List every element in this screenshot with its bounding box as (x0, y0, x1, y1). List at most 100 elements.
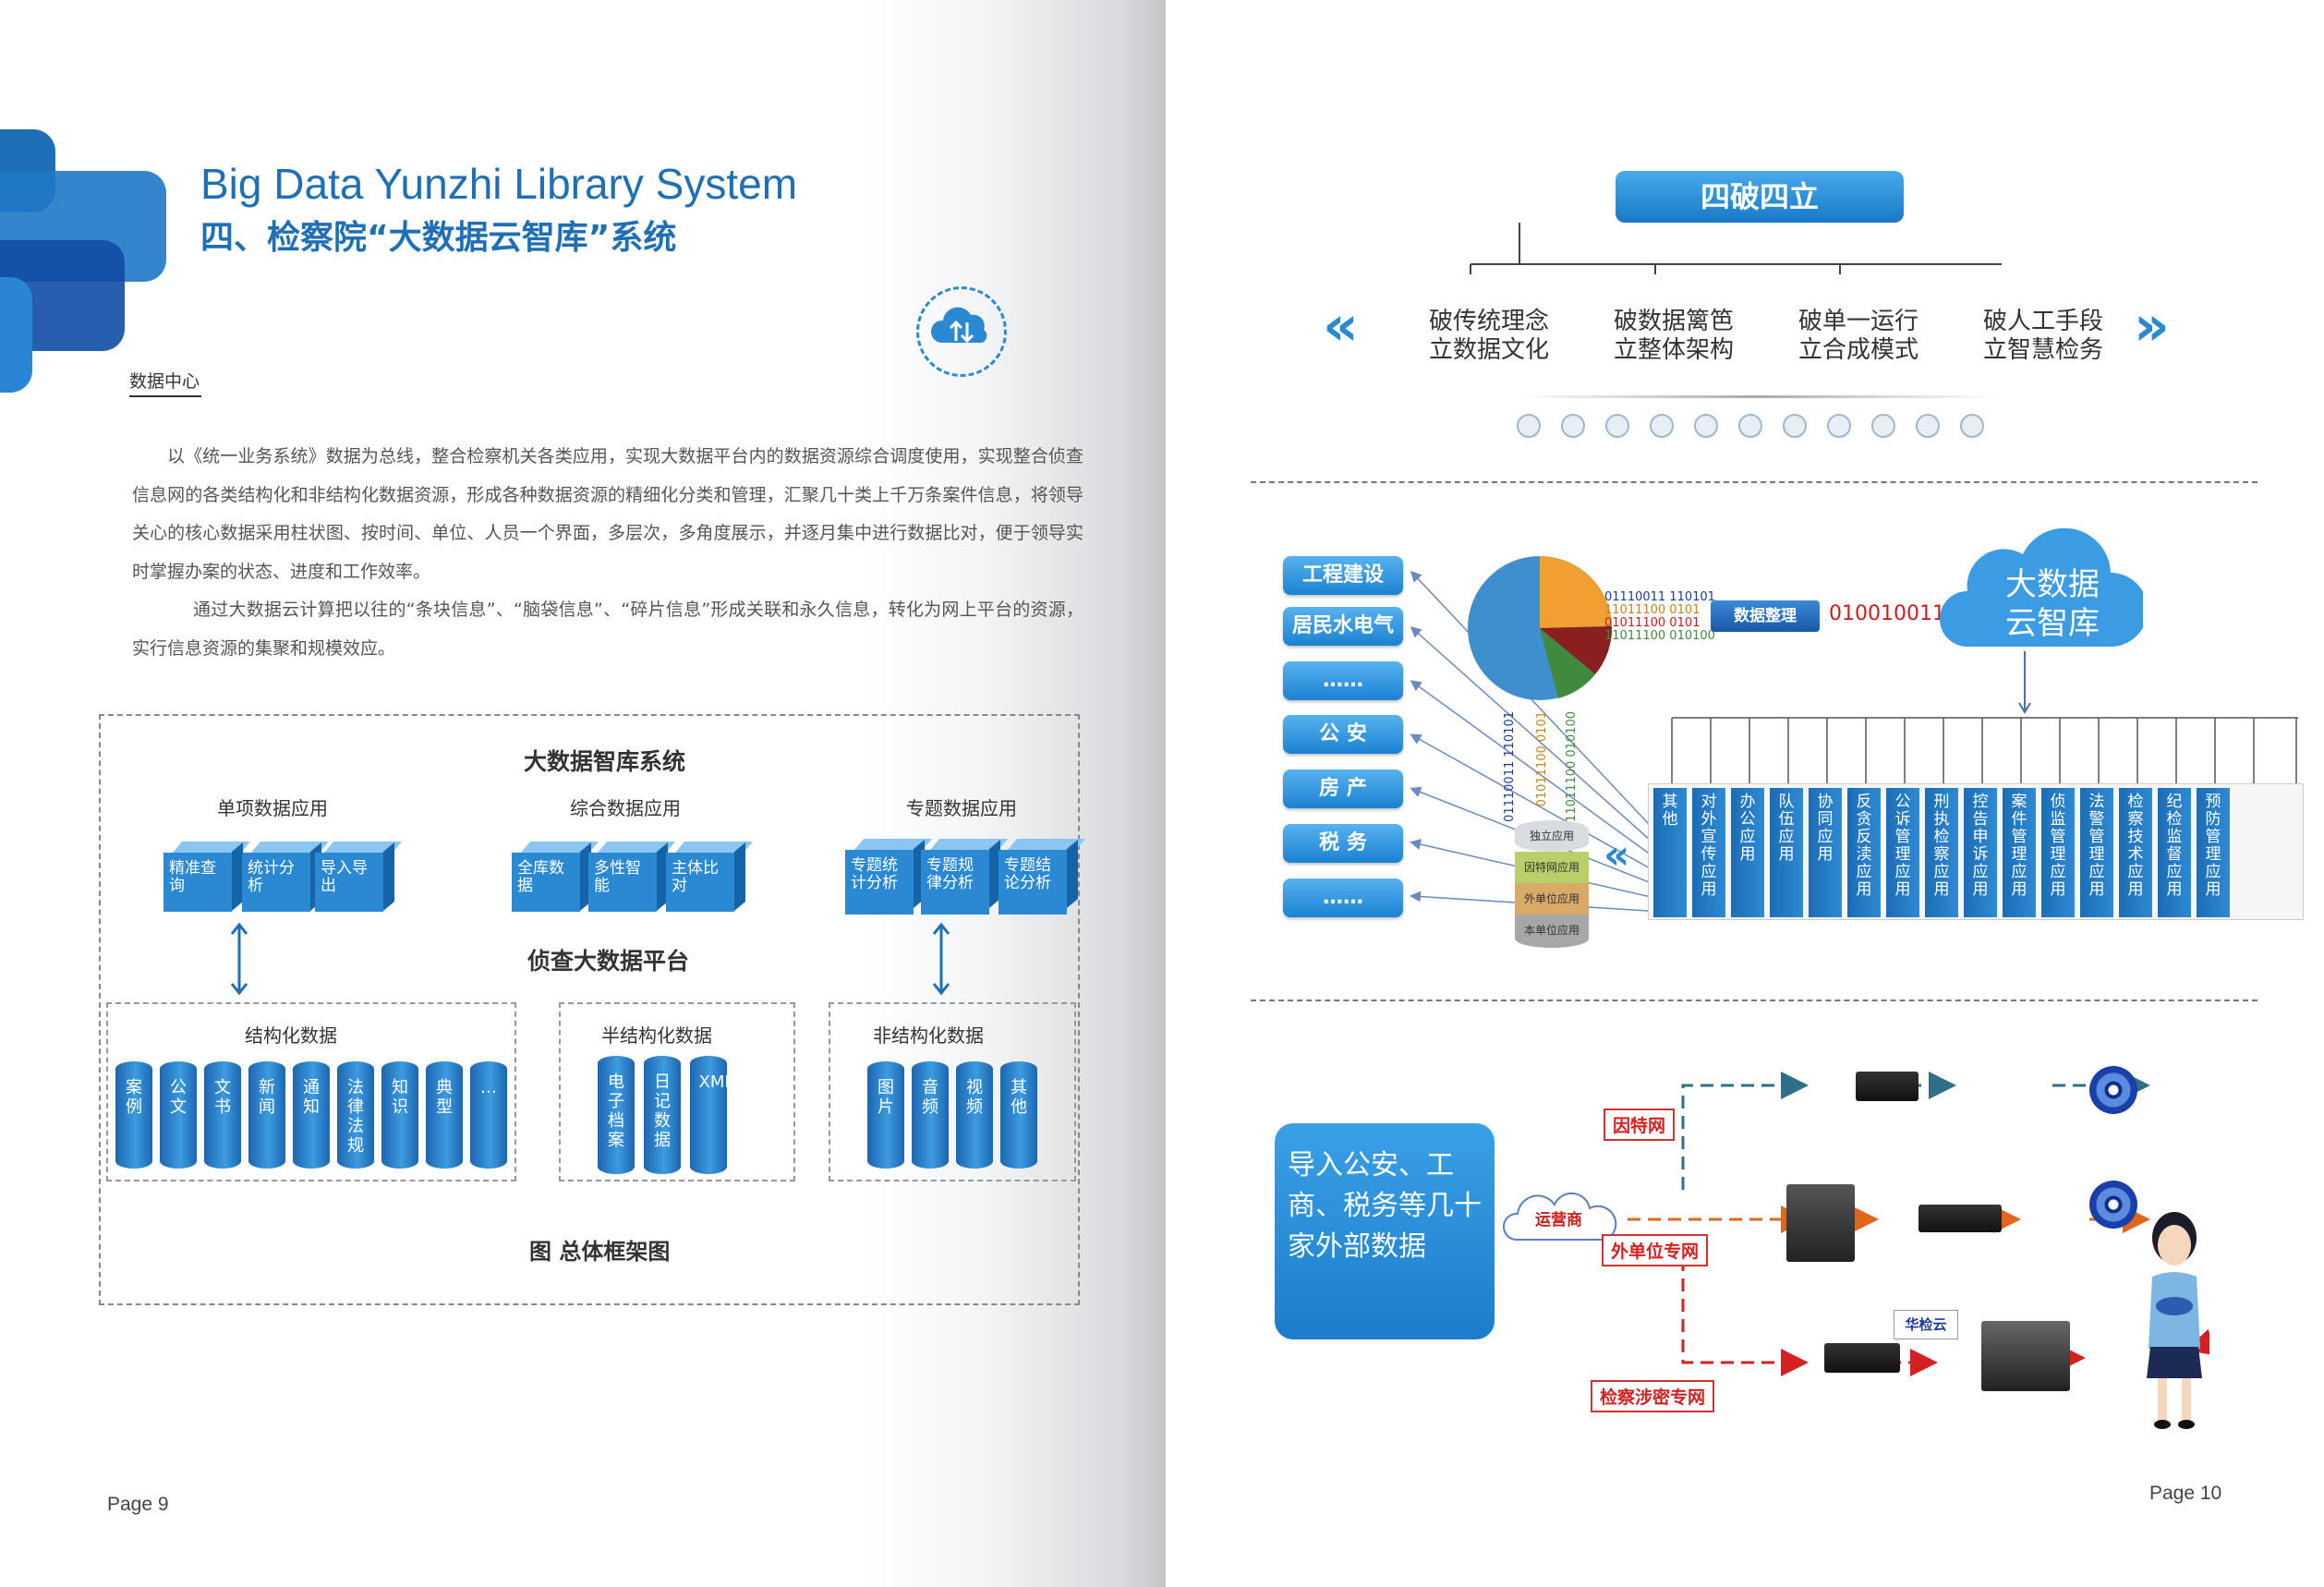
page-number: Page 10 (2149, 1483, 2222, 1504)
box-label: 结构化数据 (245, 1024, 337, 1047)
structured-data-box: 结构化数据 案例 公文 文书 新闻 通知 法律法规 知识 典型 … (106, 1002, 516, 1181)
binary-text: 01110011 110101 11011100 0101 01011100 0… (1604, 590, 1715, 643)
source-pill: 房 产 (1283, 769, 1403, 808)
paragraph-2: 通过大数据云计算把以往的“条块信息”、“脑袋信息”、“碎片信息”形成关联和永久信… (132, 600, 1083, 659)
data-cylinder: 案例 (115, 1061, 152, 1169)
left-page: Big Data Yunzhi Library System 四、检察院“大数据… (0, 0, 1166, 1587)
data-cylinder: 通知 (293, 1061, 330, 1169)
app-cube: 统计分析 (242, 853, 310, 912)
principle-item: 破人工手段立智慧检务 (1982, 308, 2103, 364)
framework-diagram: 大数据智库系统 单项数据应用 精准查询 统计分析 导入导出 综合数据应用 全库数… (99, 714, 1080, 1305)
source-pill: 税 务 (1283, 824, 1403, 863)
principle-item: 破传统理念立数据文化 (1428, 308, 1549, 364)
app-bar: 法警管理应用 (2080, 788, 2113, 917)
feature-icon (1916, 414, 1940, 438)
app-cube: 精准查询 (163, 853, 232, 912)
tree-connector (1470, 223, 2002, 274)
data-cylinder: 新闻 (248, 1061, 285, 1169)
data-cylinder: 法律法规 (337, 1061, 374, 1169)
app-cube: 专题规律分析 (921, 850, 989, 915)
app-tree-connector (1671, 717, 2298, 788)
app-cube: 导入导出 (315, 853, 383, 912)
app-bar: 案件管理应用 (2003, 788, 2036, 917)
right-page: 四破四立 « » 破传统理念立数据文化 破数据篱笆立整体架构 破单一运行立合成模… (1166, 0, 2324, 1587)
decor-square (0, 277, 32, 393)
data-cylinder: 知识 (381, 1061, 418, 1169)
platform-label: 侦查大数据平台 (527, 948, 690, 975)
operator-label: 运营商 (1535, 1211, 1582, 1230)
server-icon (1919, 1205, 2002, 1232)
app-bar: 对外宣传应用 (1692, 788, 1725, 917)
principle-item: 破数据篱笆立整体架构 (1613, 308, 1734, 364)
feature-icon (1694, 414, 1718, 438)
switch-rack-icon (1786, 1184, 1855, 1262)
data-cylinder: 其他 (1000, 1061, 1037, 1169)
app-cube: 主体比对 (666, 853, 734, 912)
left-chevron-icon: « (1323, 294, 1359, 358)
app-bar: 控告申诉应用 (1964, 788, 1997, 917)
feature-icon (1650, 414, 1674, 438)
brand-logo: 华检云 (1894, 1310, 1958, 1339)
data-cylinder: 典型 (426, 1061, 463, 1169)
source-pill: 工程建设 (1283, 556, 1403, 595)
source-pill: …… (1283, 878, 1403, 917)
app-bar: 反贪反渎应用 (1847, 788, 1881, 917)
group-label: 综合数据应用 (570, 797, 681, 819)
app-bar: 队伍应用 (1770, 788, 1803, 917)
paragraph-1: 以《统一业务系统》数据为总线，整合检察机关各类应用，实现大数据平台内的数据资源综… (132, 446, 1083, 582)
server-icon (1856, 1072, 1919, 1101)
group-label: 单项数据应用 (217, 797, 328, 819)
box-label: 非结构化数据 (873, 1024, 984, 1047)
operator-cloud-icon (1502, 1192, 1617, 1241)
network-tag: 因特网 (1604, 1108, 1676, 1141)
feature-icon (1827, 414, 1851, 438)
data-cylinder: 视频 (956, 1061, 993, 1169)
data-cylinder: 音频 (912, 1061, 949, 1169)
section-divider (1251, 481, 2257, 483)
data-processing-pipe: 数据整理 (1711, 600, 1820, 632)
divider (1517, 395, 1997, 398)
page-number: Page 9 (107, 1494, 169, 1515)
disk-icon (2089, 1181, 2137, 1229)
feature-icon (1517, 414, 1541, 438)
source-pill: …… (1283, 661, 1403, 700)
feature-icon (1960, 414, 1984, 438)
data-cylinder: 日记数据 (644, 1056, 681, 1174)
figure-caption: 图 总体框架图 (529, 1239, 671, 1265)
data-cylinder: XML (690, 1056, 733, 1174)
app-bar: 侦监管理应用 (2041, 788, 2075, 917)
page-title-en: Big Data Yunzhi Library System (200, 160, 798, 208)
double-arrow-icon (932, 922, 950, 996)
app-cube: 全库数据 (512, 853, 580, 912)
binary-vertical: 01110011 110101 (1503, 711, 1517, 822)
prosecutor-avatar (2147, 1212, 2202, 1429)
box-label: 半结构化数据 (601, 1024, 712, 1047)
feature-icon (1605, 414, 1629, 438)
principle-title: 四破四立 (1616, 171, 1904, 223)
data-cylinder: 图片 (867, 1061, 904, 1169)
unstructured-data-box: 非结构化数据 图片 音频 视频 其他 (829, 1002, 1076, 1181)
network-tag: 外单位专网 (1602, 1234, 1709, 1266)
cloud-icon (1940, 527, 2143, 647)
data-cylinder: 公文 (160, 1061, 197, 1169)
binary-vertical: 11011100 010100 (1565, 711, 1579, 822)
double-arrow-icon (230, 922, 248, 996)
app-bar: 预防管理应用 (2197, 788, 2230, 917)
binary-vertical: 01011100 0101 (1535, 711, 1549, 807)
app-bar: 刑执检察应用 (1925, 788, 1958, 917)
down-arrow-icon (2018, 651, 2031, 714)
app-bar: 其他 (1653, 788, 1687, 917)
data-cylinder: … (470, 1061, 507, 1169)
data-cylinder: 文书 (204, 1061, 241, 1169)
section-label: 数据中心 (129, 371, 200, 392)
right-chevron-icon: » (2134, 294, 2170, 358)
diagram-title: 大数据智库系统 (524, 748, 686, 775)
app-bar: 检察技术应用 (2119, 788, 2152, 917)
network-tag: 检察涉密专网 (1591, 1380, 1715, 1412)
data-cylinder: 电子档案 (598, 1056, 635, 1174)
feature-icon (1783, 414, 1807, 438)
blade-server-icon (1981, 1321, 2070, 1391)
source-pill: 居民水电气 (1283, 607, 1403, 646)
pie-chart (1468, 556, 1613, 700)
feature-icon (1738, 414, 1762, 438)
